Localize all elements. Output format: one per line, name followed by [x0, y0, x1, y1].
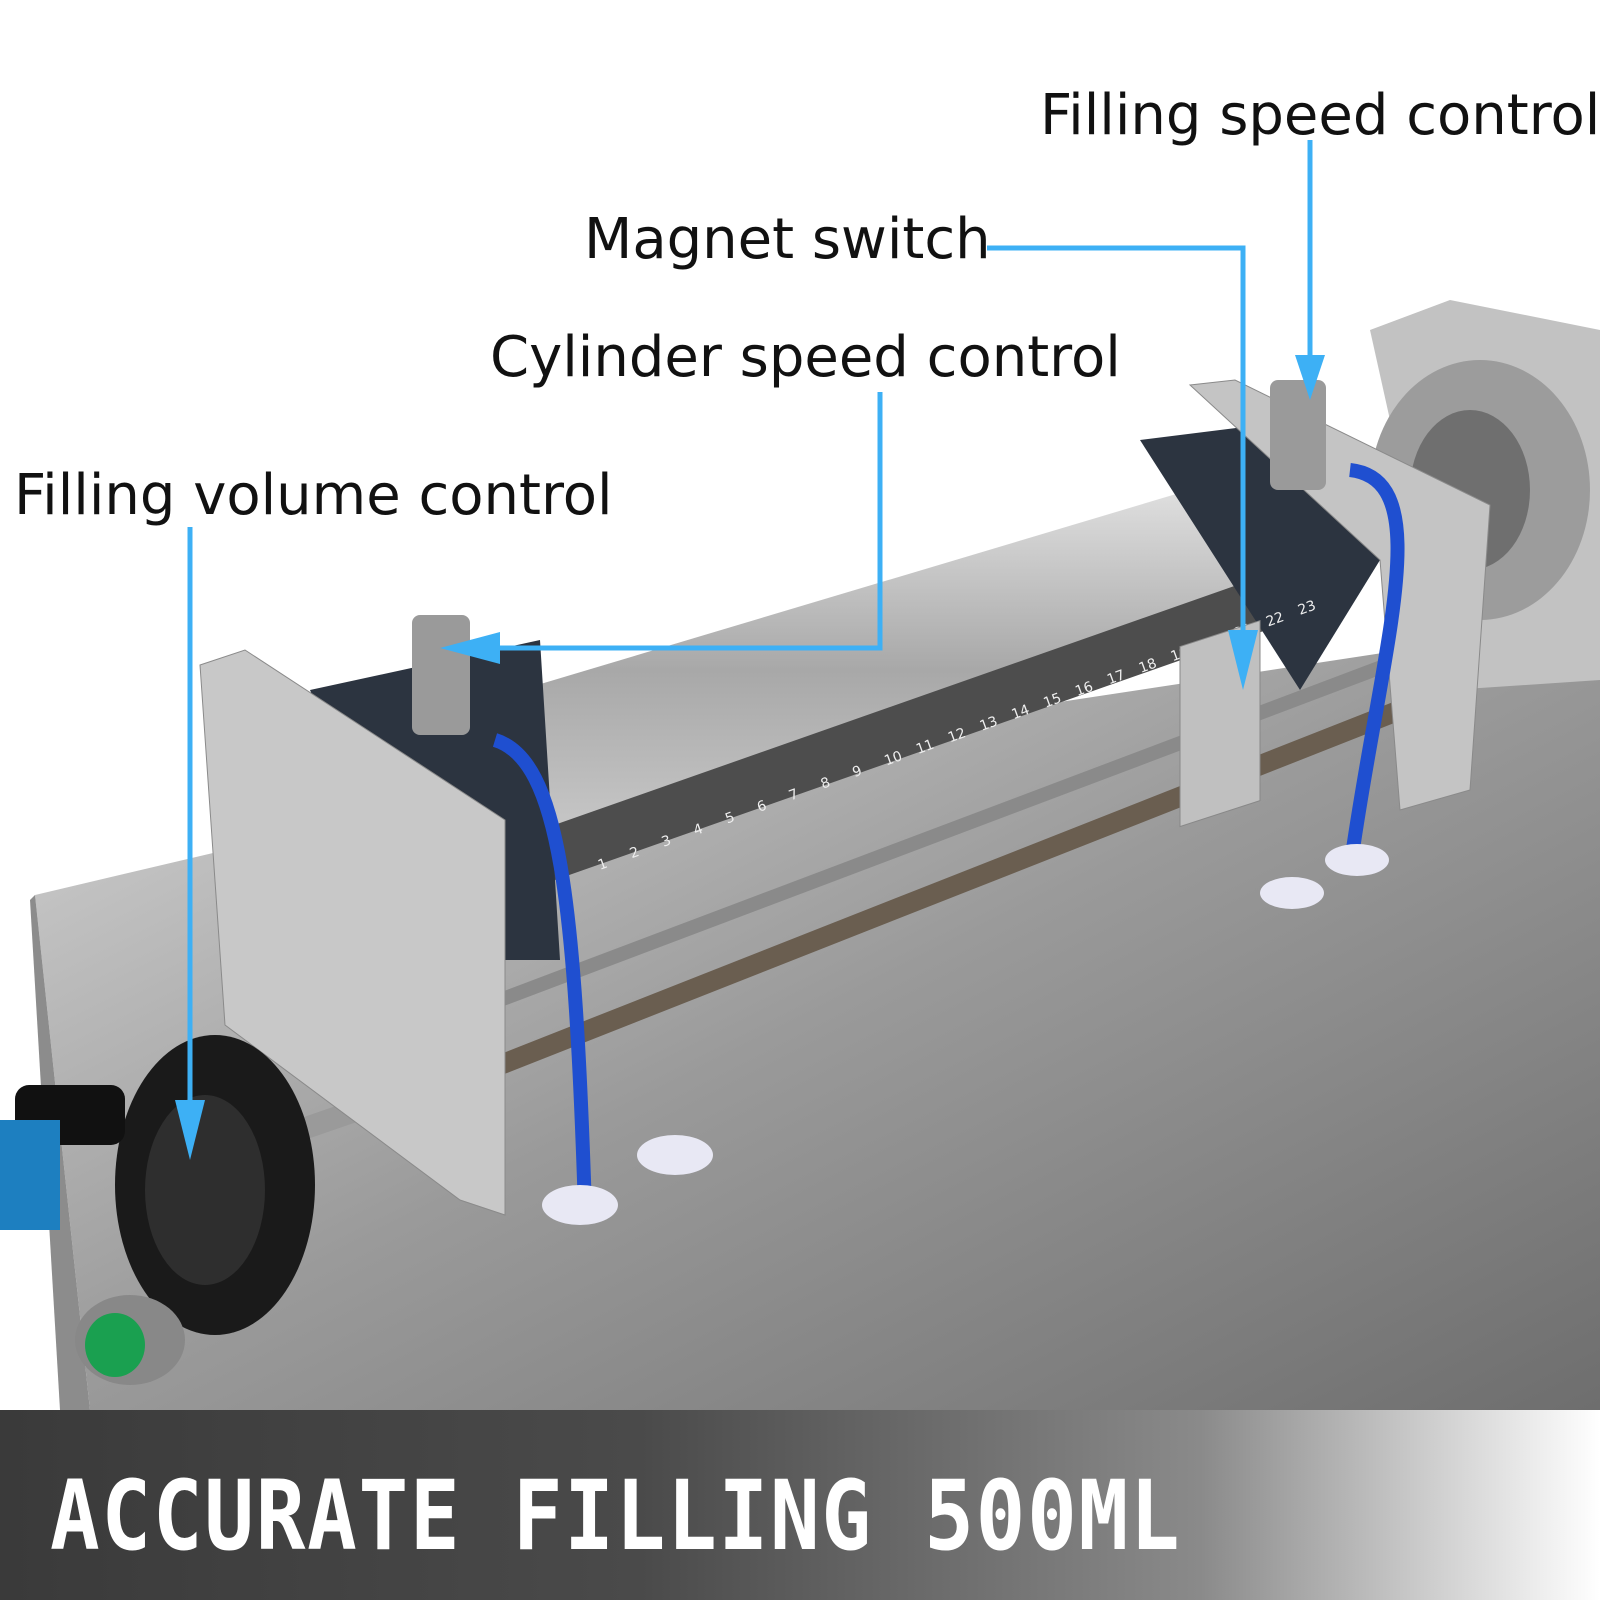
volume-handwheel — [0, 1035, 315, 1385]
banner-title: ACCURATE FILLING 500ML — [50, 1460, 1182, 1572]
scale-tick-label: 11 — [914, 737, 936, 758]
cylinder — [310, 420, 1380, 960]
scale-tick-label: 23 — [1296, 598, 1318, 619]
scale-tick-label: 18 — [1137, 656, 1159, 677]
left-end-plate — [199, 649, 506, 1216]
scale-tick-label: 22 — [1264, 609, 1286, 630]
bottom-banner: ACCURATE FILLING 500ML — [0, 1410, 1600, 1600]
left-air-tube — [492, 733, 592, 1211]
scale-tick-label: 15 — [1041, 690, 1063, 711]
scale-tick-label: 12 — [946, 725, 968, 746]
label-filling-speed-control: Filling speed control — [1040, 83, 1600, 148]
scale-tick-label: 13 — [978, 714, 1000, 735]
right-air-tube — [1343, 463, 1405, 871]
scale-tick-label: 10 — [882, 748, 904, 769]
label-filling-volume-control: Filling volume control — [14, 463, 613, 528]
filling-speed-valve-icon — [1270, 380, 1326, 490]
scale-tick-label: 17 — [1105, 667, 1127, 688]
label-magnet-switch: Magnet switch — [584, 207, 991, 272]
cylinder-speed-valve-icon — [412, 615, 470, 735]
right-end-plate — [1188, 379, 1491, 811]
annotation-arrows — [175, 140, 1325, 1160]
scale-tick-label: 14 — [1010, 702, 1032, 723]
label-cylinder-speed-control: Cylinder speed control — [490, 325, 1121, 390]
scale-tick-label: 16 — [1073, 679, 1095, 700]
